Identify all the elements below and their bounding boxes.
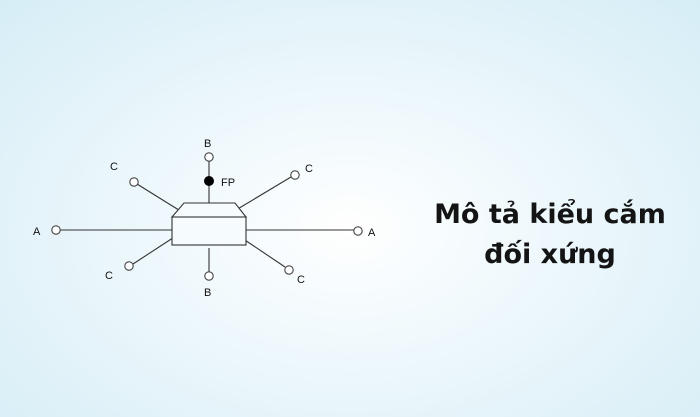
label-a-right: A: [368, 227, 376, 239]
label-c-top-left: C: [110, 161, 118, 173]
endpoint-a-right: [353, 226, 363, 236]
label-c-bottom-left: C: [105, 270, 113, 282]
endpoint-c-bottom-right: [284, 265, 294, 275]
symmetric-sampling-diagram: A A B B FP C C C C: [33, 138, 376, 299]
line-c-top-left: [136, 183, 183, 213]
line-c-top-right: [235, 176, 292, 211]
label-a-left: A: [33, 226, 41, 238]
endpoint-c-top-left: [129, 177, 139, 187]
endpoint-c-top-right: [290, 170, 300, 180]
endpoint-b-top: [204, 152, 214, 162]
label-c-top-right: C: [305, 163, 313, 175]
label-c-bottom-right: C: [297, 274, 305, 286]
endpoint-c-bottom-left: [124, 261, 134, 271]
center-box: [170, 202, 248, 246]
fp-point: [204, 176, 214, 186]
caption-line-1: Mô tả kiểu cắm: [434, 199, 666, 230]
caption: Mô tả kiểu cắm đối xứng: [405, 195, 695, 275]
caption-line-2: đối xứng: [484, 239, 616, 270]
label-b-top: B: [204, 138, 211, 150]
label-b-bottom: B: [204, 287, 211, 299]
endpoint-a-left: [51, 225, 61, 235]
label-fp: FP: [221, 177, 235, 189]
endpoint-b-bottom: [204, 271, 214, 281]
